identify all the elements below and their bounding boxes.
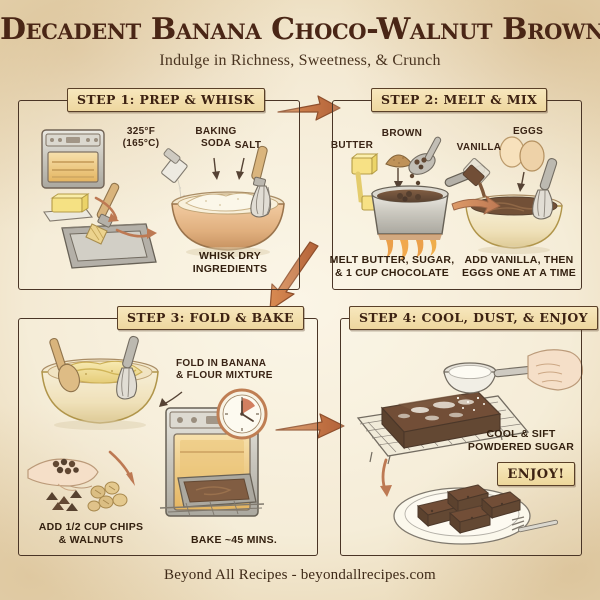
baking-soda-label: BAKING SODA bbox=[195, 126, 237, 149]
bake-time-caption: BAKE ~45 MINS. bbox=[190, 534, 278, 546]
step-2-header: STEP 2: MELT & MIX bbox=[371, 88, 548, 112]
footer-credit: Beyond All Recipes - beyondallrecipes.co… bbox=[164, 567, 436, 583]
title-block: Decadent Banana Choco-Walnut Brownies In… bbox=[0, 14, 600, 70]
melt-butter-caption: MELT BUTTER, SUGAR, & 1 CUP CHOCOLATE bbox=[329, 254, 455, 279]
step-2-panel: STEP 2: MELT & MIX bbox=[332, 88, 582, 290]
step-3-header: STEP 3: FOLD & BAKE bbox=[117, 306, 304, 330]
oven-temperature-label: 325°F (165°C) bbox=[122, 126, 160, 149]
vanilla-label: VANILLA bbox=[456, 142, 502, 153]
page-title: Decadent Banana Choco-Walnut Brownies bbox=[0, 12, 600, 47]
cool-and-sift-caption: COOL & SIFT POWDERED SUGAR bbox=[467, 428, 575, 453]
butter-label: BUTTER bbox=[330, 140, 374, 151]
add-vanilla-caption: ADD VANILLA, THEN EGGS ONE AT A TIME bbox=[462, 254, 576, 279]
eggs-label: EGGS bbox=[512, 126, 544, 137]
step-1-panel: STEP 1: PREP & WHISK bbox=[18, 88, 300, 290]
add-chips-walnuts-caption: ADD 1/2 CUP CHIPS & WALNUTS bbox=[38, 521, 144, 546]
step-1-header: STEP 1: PREP & WHISK bbox=[67, 88, 265, 112]
salt-label: SALT bbox=[234, 140, 262, 151]
brown-sugar-label: BROWN bbox=[381, 128, 423, 139]
step-4-header: STEP 4: COOL, DUST, & ENJOY bbox=[349, 306, 599, 330]
enjoy-badge: ENJOY! bbox=[497, 462, 575, 486]
whisk-dry-ingredients-caption: WHISK DRY INGREDIENTS bbox=[192, 250, 268, 275]
page-subtitle: Indulge in Richness, Sweetness, & Crunch bbox=[159, 51, 441, 69]
fold-in-banana-label: FOLD IN BANANA & FLOUR MIXTURE bbox=[176, 358, 273, 381]
step-4-panel: STEP 4: COOL, DUST, & ENJOY bbox=[340, 306, 599, 556]
step-3-panel: STEP 3: FOLD & BAKE bbox=[18, 306, 318, 556]
